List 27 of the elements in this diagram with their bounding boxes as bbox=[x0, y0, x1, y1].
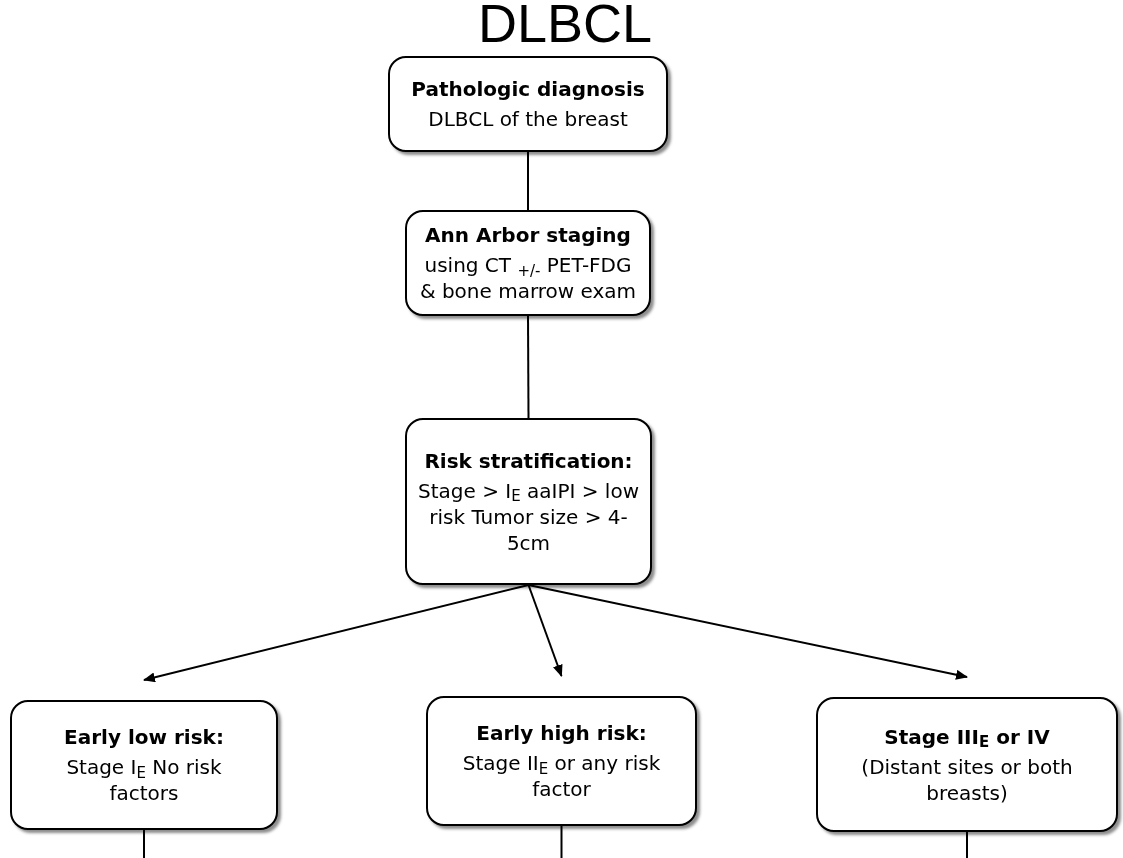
box-heading: Pathologic diagnosis bbox=[411, 76, 645, 102]
box-heading: Stage III$_{E}$ or IV bbox=[884, 723, 1050, 750]
box-text: Stage I$_{E}$ No risk factors bbox=[65, 754, 223, 806]
connector-line bbox=[527, 315, 530, 419]
box-text: (Distant sites or both breasts) bbox=[860, 753, 1074, 806]
connector-line bbox=[527, 151, 529, 211]
box-text: using CT $_{+/-}$ PET-FDG & bone marrow exam bbox=[418, 252, 638, 304]
box-text: DLBCL of the breast bbox=[428, 106, 628, 132]
box-heading: Early high risk: bbox=[476, 720, 647, 746]
arrow bbox=[143, 584, 530, 683]
box-text: Stage II$_{E}$ or any risk factor bbox=[461, 750, 662, 802]
connector-line bbox=[560, 825, 563, 858]
title: DLBCL bbox=[476, 0, 654, 50]
box-heading: Ann Arbor staging bbox=[425, 222, 631, 248]
box-text: Stage > I$_{E}$ aaIPI > low risk Tumor size > 4-5cm bbox=[417, 477, 640, 556]
process-box bbox=[405, 418, 652, 585]
box-heading: Risk stratification: bbox=[424, 447, 633, 474]
arrow bbox=[527, 584, 968, 680]
process-box bbox=[816, 697, 1118, 832]
arrow bbox=[527, 584, 563, 677]
connector-line bbox=[966, 831, 968, 858]
box-heading: Early low risk: bbox=[64, 724, 224, 750]
process-box bbox=[388, 56, 668, 152]
connector-line bbox=[143, 829, 145, 858]
process-box bbox=[10, 700, 278, 830]
process-box bbox=[405, 210, 651, 316]
process-box bbox=[426, 696, 697, 826]
